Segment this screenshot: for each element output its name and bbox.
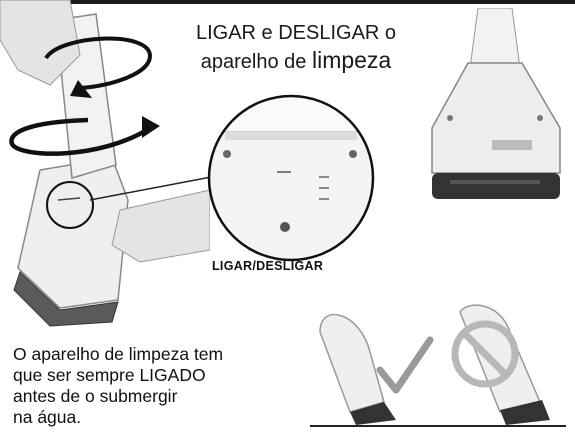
rotation-arrow-upper — [44, 36, 153, 90]
callout-label: LIGAR/DESLIGAR — [212, 259, 324, 273]
title-line-1: LIGAR e DESLIGAR o — [195, 22, 397, 44]
instruction-line-1: O aparelho de limpeza tem — [13, 344, 224, 364]
title-line-2: aparelho de limpeza — [172, 47, 420, 76]
screw-left — [223, 150, 231, 158]
front-base — [432, 173, 560, 199]
switch-button — [280, 222, 290, 232]
figure-correct-incorrect — [319, 304, 550, 425]
floor-line — [310, 425, 566, 427]
device-brush — [13, 271, 119, 327]
front-brand-mark — [492, 140, 532, 150]
prohibition-circle — [451, 320, 519, 388]
instruction-line-2: que ser sempre LIGADO — [13, 365, 206, 385]
switch-highlight-circle — [46, 181, 94, 229]
incorrect-device-body — [459, 304, 542, 413]
title-line-2-emphasis: limpeza — [311, 47, 392, 73]
instruction-line-3: antes de o submergir — [13, 386, 178, 406]
screw-right — [349, 150, 357, 158]
instruction-line-4: na água. — [13, 407, 82, 427]
rotation-arrow-lower-head — [142, 116, 160, 138]
top-rule — [0, 0, 575, 4]
check-mark — [376, 336, 434, 394]
instruction-text: O aparelho de limpeza tem que ser sempre… — [13, 344, 283, 428]
incorrect-device-base — [500, 400, 550, 425]
rotation-arrow-upper-head — [70, 80, 92, 98]
rotation-arrow-lower — [9, 117, 152, 156]
hand-top — [0, 0, 81, 86]
figure-rotate-handle — [0, 0, 210, 327]
hand-bottom — [111, 189, 210, 263]
figure-device-front — [431, 8, 561, 199]
prohibition-slash — [461, 330, 509, 378]
figure-switch-detail — [207, 94, 375, 262]
correct-device-body — [319, 313, 385, 413]
correct-device-base — [350, 402, 396, 425]
page-title: LIGAR e DESLIGAR o aparelho de limpeza — [172, 20, 420, 76]
title-line-2-prefix: aparelho de — [200, 51, 312, 73]
switch-mark — [57, 197, 81, 201]
front-handle — [469, 8, 521, 69]
detail-handle-band — [224, 96, 358, 133]
